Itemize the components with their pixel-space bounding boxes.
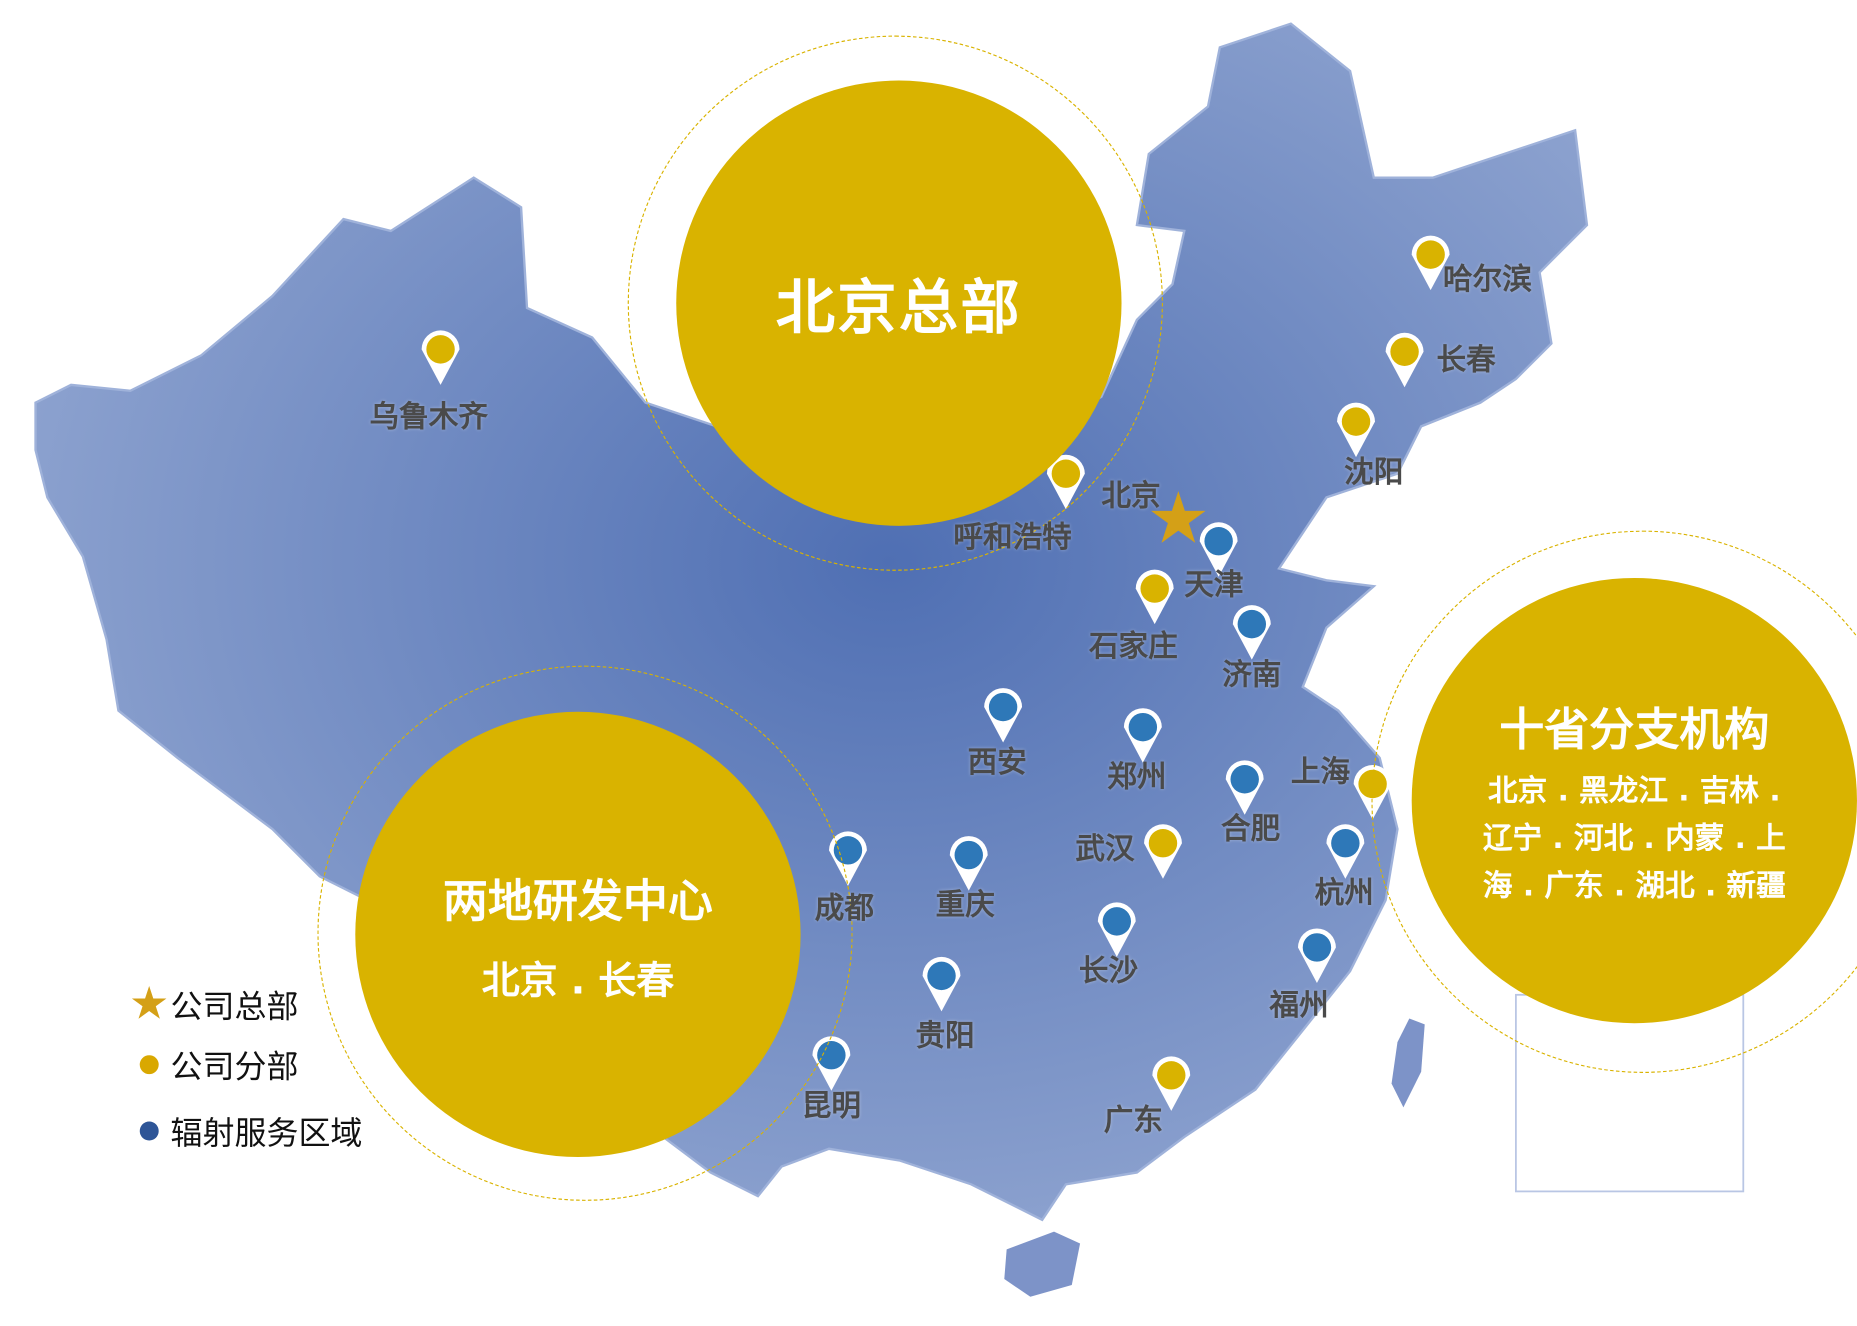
gold-dot-icon — [128, 1054, 171, 1074]
hq-dashed-ring — [627, 35, 1163, 571]
city-label: 昆明 — [801, 1088, 861, 1123]
hainan-shape — [1004, 1231, 1081, 1297]
map-pin-service[interactable] — [949, 836, 988, 891]
city-label: 北京 — [1101, 478, 1161, 513]
pin-dot — [1237, 609, 1267, 639]
city-label: 成都 — [814, 890, 875, 925]
city-label: 重庆 — [935, 887, 995, 922]
city-label: 石家庄 — [1088, 628, 1178, 664]
pin-dot — [1302, 933, 1332, 962]
city-label: 沈阳 — [1344, 454, 1404, 490]
map-pin-service[interactable] — [1326, 824, 1365, 879]
rd-dashed-ring — [317, 665, 853, 1201]
pin-dot — [1416, 240, 1445, 269]
pin-dot — [954, 840, 983, 870]
city-label: 长春 — [1436, 342, 1496, 377]
blue-dot-icon — [128, 1120, 171, 1140]
taiwan-shape — [1391, 1018, 1425, 1108]
city-label: 郑州 — [1107, 759, 1167, 794]
city-label: 广东 — [1103, 1102, 1163, 1137]
pin-dot — [1341, 407, 1371, 436]
map-pin-service[interactable] — [1097, 902, 1136, 957]
pin-dot — [1390, 337, 1419, 366]
city-label: 上海 — [1290, 754, 1351, 789]
city-label: 西安 — [967, 744, 1027, 780]
legend-label: 公司总部 — [170, 988, 299, 1026]
legend-label: 公司分部 — [170, 1049, 299, 1087]
city-label: 乌鲁木齐 — [369, 399, 488, 434]
legend-label: 辐射服务区域 — [170, 1115, 363, 1153]
city-label: 呼和浩特 — [953, 519, 1072, 555]
rd-title: 两地研发中心 — [442, 874, 713, 927]
city-label: 福州 — [1269, 987, 1329, 1023]
pin-dot — [1148, 829, 1178, 858]
pin-dot — [988, 692, 1018, 722]
branch-bubble: 十省分支机构 北京 . 黑龙江 . 吉林 . 辽宁 . 河北 . 内蒙 . 上海… — [1411, 577, 1857, 1024]
map-pin-service[interactable] — [1297, 928, 1336, 983]
map-pin-branch[interactable] — [1135, 569, 1174, 625]
pin-dot — [1102, 907, 1132, 936]
pin-dot — [1230, 765, 1259, 794]
map-pin-service[interactable] — [1199, 522, 1238, 577]
city-label: 哈尔滨 — [1443, 261, 1532, 297]
pin-dot — [1204, 527, 1233, 556]
legend-branch: 公司分部 — [128, 1041, 299, 1087]
map-pin-branch[interactable] — [1385, 332, 1424, 388]
map-pin-service[interactable] — [1232, 605, 1271, 660]
rd-locations: 北京 . 长春 — [481, 957, 675, 1003]
branch-list: 北京 . 黑龙江 . 吉林 . 辽宁 . 河北 . 内蒙 . 上海 . 广东 .… — [1482, 772, 1786, 902]
branch-title: 十省分支机构 — [1499, 702, 1770, 755]
city-label: 济南 — [1222, 657, 1282, 692]
map-pin-service[interactable] — [922, 956, 961, 1012]
pin-dot — [927, 961, 956, 991]
hq-bubble: 北京总部 — [676, 80, 1122, 526]
city-label: 天津 — [1184, 567, 1244, 602]
pin-dot — [1331, 829, 1360, 858]
legend-service: 辐射服务区域 — [128, 1107, 362, 1153]
hq-title: 北京总部 — [775, 273, 1023, 343]
city-label: 长沙 — [1078, 953, 1139, 988]
city-label: 合肥 — [1221, 811, 1281, 846]
map-pin-branch[interactable] — [421, 330, 460, 385]
star-icon: ★ — [129, 977, 170, 1030]
legend-headquarters: ★ 公司总部 — [128, 977, 299, 1029]
map-pin-branch[interactable] — [1144, 824, 1182, 879]
pin-dot — [426, 335, 455, 364]
pin-dot — [1128, 712, 1158, 742]
city-label: 武汉 — [1075, 831, 1135, 866]
city-label: 杭州 — [1314, 875, 1374, 910]
map-pin-service[interactable] — [1123, 708, 1162, 763]
pin-dot — [1140, 574, 1169, 603]
map-pin-service[interactable] — [1225, 760, 1264, 815]
map-pin-branch[interactable] — [1152, 1056, 1191, 1111]
map-pin-service[interactable] — [984, 688, 1023, 743]
rd-bubble: 两地研发中心 北京 . 长春 — [355, 711, 801, 1158]
city-label: 贵阳 — [915, 1018, 975, 1053]
pin-dot — [1157, 1061, 1186, 1090]
headquarters-star-icon: ★ — [1147, 476, 1211, 559]
map-pin-branch[interactable] — [1411, 235, 1450, 291]
map-pin-branch[interactable] — [1337, 402, 1375, 458]
